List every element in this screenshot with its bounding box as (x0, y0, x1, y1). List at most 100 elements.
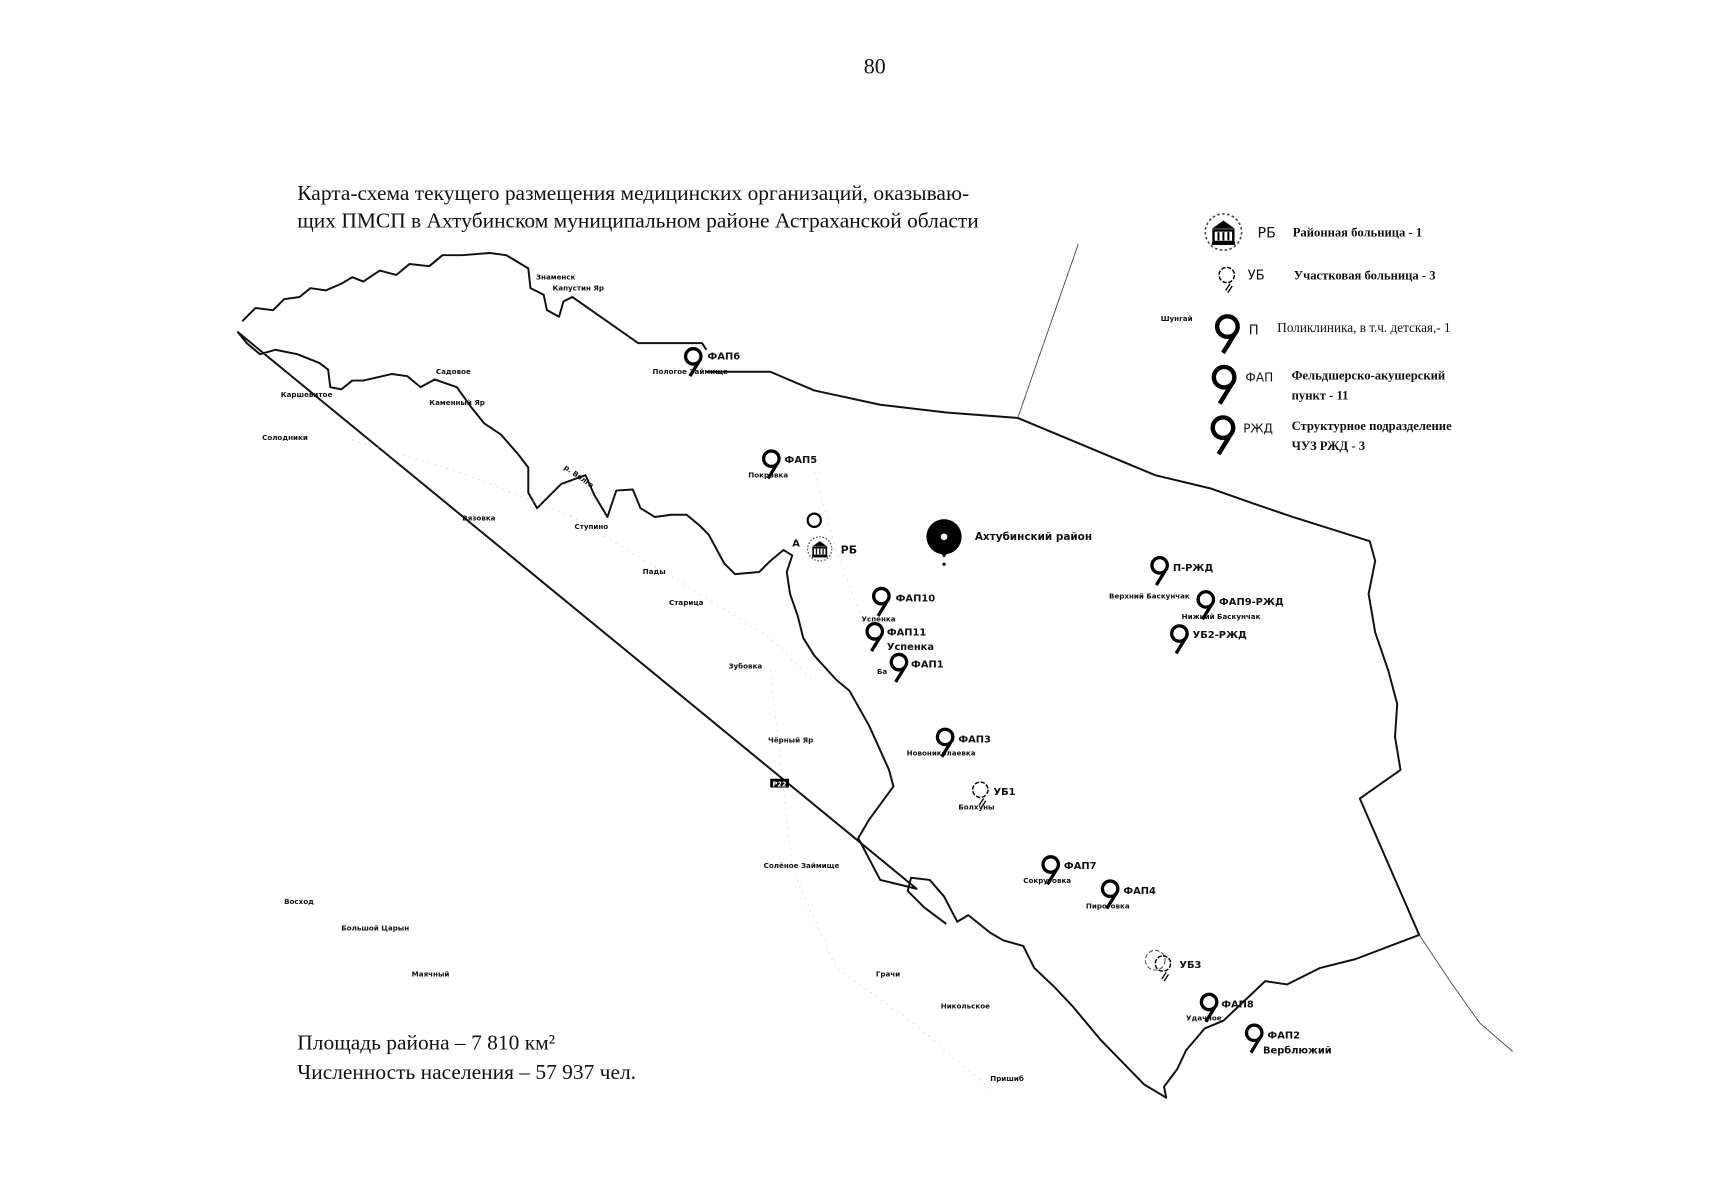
marker-place: Успенка (887, 642, 934, 653)
marker-place: Сокрутовка (1023, 876, 1071, 885)
map-legend: РБ Районная больница - 1 УБ Участковая б… (1204, 212, 1452, 454)
marker-label: ФАП6 (708, 352, 741, 363)
road-badge: Р22 (772, 780, 786, 788)
district-center-marker[interactable]: Ахтубинский район (926, 519, 1092, 566)
road-dotted-1 (352, 439, 815, 683)
rzd-pin-icon (1170, 624, 1189, 655)
page-number: 80 (864, 54, 886, 79)
legend-item-rb: РБ Районная больница - 1 (1204, 212, 1422, 252)
district-hospital-icon (1204, 212, 1243, 252)
marker-fap9-rzd[interactable]: ФАП9-РЖД Нижний Баскунчак (1182, 590, 1284, 621)
marker-label: УБ1 (994, 787, 1016, 798)
legend-abbr: РЖД (1243, 421, 1273, 435)
district-ward-hospital-icon (1154, 955, 1172, 982)
fap-pin-icon (865, 621, 885, 653)
marker-place: Пироговка (1086, 902, 1130, 911)
place-label: Чёрный Яр (768, 735, 813, 744)
district-area: Площадь района – 7 810 км² (297, 1030, 555, 1054)
hospital-label: РБ (841, 543, 857, 556)
place-label: Каменный Яр (429, 398, 485, 407)
marker-label: ФАП11 (887, 628, 927, 639)
place-label: Большой Царын (341, 924, 409, 933)
fap-pin-icon (889, 652, 909, 684)
legend-text: Структурное подразделение (1292, 419, 1452, 433)
place-label: Старица (669, 598, 704, 607)
marker-place: Покровка (748, 470, 788, 479)
boundary-line-north (1017, 244, 1079, 419)
legend-text: Участковая больница - 3 (1294, 268, 1436, 282)
marker-label: ФАП2 (1267, 1030, 1300, 1041)
place-label: Садовое (436, 367, 471, 376)
place-label: Знаменск (536, 272, 576, 281)
marker-label: ФАП9-РЖД (1219, 597, 1284, 608)
place-label: р. Волга (562, 463, 595, 490)
rzd-pin-icon (1150, 556, 1169, 587)
marker-place: Пологое Займище (653, 367, 728, 376)
legend-abbr: РБ (1258, 226, 1276, 242)
polyclinic-icon (806, 512, 822, 528)
polyclinic-pin-icon (1217, 316, 1238, 353)
fap-pin-icon (1244, 1023, 1264, 1055)
marker-place: Новониколаевка (907, 749, 976, 758)
marker-place: Болхуны (958, 803, 994, 812)
marker-place: Успенка (862, 614, 896, 623)
marker-place: Ба (877, 667, 887, 676)
district-hospital-marker[interactable]: А РБ (792, 512, 857, 562)
district-label: Ахтубинский район (975, 531, 1092, 543)
place-label: Маячный (412, 970, 450, 979)
place-label: Ступино (574, 522, 608, 531)
marker-label: ФАП7 (1064, 861, 1097, 872)
place-label: Шунгай (1161, 314, 1193, 323)
marker-label: ФАП1 (911, 660, 944, 671)
marker-place: Верблюжий (1263, 1045, 1332, 1057)
legend-text: Фельдшерско-акушерский (1292, 368, 1446, 382)
map-title-line-2: щих ПМСП в Ахтубинском муниципальном рай… (297, 209, 978, 233)
district-border (236, 251, 1421, 1099)
district-map (236, 244, 1513, 1099)
marker-label: ФАП8 (1221, 1000, 1254, 1011)
map-title-line-1: Карта-схема текущего размещения медицинс… (297, 181, 969, 205)
district-hospital-icon (806, 535, 833, 562)
marker-label: УБ2-РЖД (1193, 630, 1247, 641)
place-label: Никольское (941, 1002, 990, 1011)
marker-label: П-РЖД (1173, 563, 1214, 574)
place-label: Зубовка (728, 662, 762, 671)
place-label: Вязовка (462, 513, 495, 522)
place-labels: Знаменск Капустин Яр Садовое Каршевитое … (262, 272, 1193, 1083)
place-label: Капустин Яр (552, 283, 604, 292)
place-label: Грачи (876, 970, 900, 979)
legend-item-rzd: РЖД Структурное подразделение ЧУЗ РЖД - … (1213, 417, 1452, 454)
marker-label: ФАП10 (896, 594, 936, 605)
place-label: Пришиб (990, 1074, 1024, 1083)
boundary-line-southeast (1418, 934, 1513, 1052)
place-label: Пады (643, 567, 666, 576)
place-label: Каршевитое (281, 390, 333, 399)
marker-label: ФАП5 (785, 455, 818, 466)
legend-text: ЧУЗ РЖД - 3 (1292, 439, 1365, 453)
marker-ub3[interactable]: УБ3 (1144, 949, 1202, 982)
legend-text: Поликлиника, в т.ч. детская,- 1 (1277, 320, 1450, 335)
legend-item-fap: ФАП Фельдшерско-акушерский пункт - 11 (1214, 367, 1445, 404)
place-label: Солёное Займище (764, 861, 840, 870)
district-population: Численность населения – 57 937 чел. (297, 1060, 636, 1084)
legend-abbr: УБ (1248, 268, 1265, 283)
marker-label: ФАП3 (958, 734, 991, 745)
marker-label: УБ3 (1179, 960, 1201, 971)
legend-abbr: ФАП (1245, 371, 1273, 385)
marker-place: Нижний Баскунчак (1182, 612, 1261, 621)
legend-text: пункт - 11 (1292, 388, 1349, 402)
marker-ub2-rzd[interactable]: УБ2-РЖД (1170, 624, 1247, 655)
